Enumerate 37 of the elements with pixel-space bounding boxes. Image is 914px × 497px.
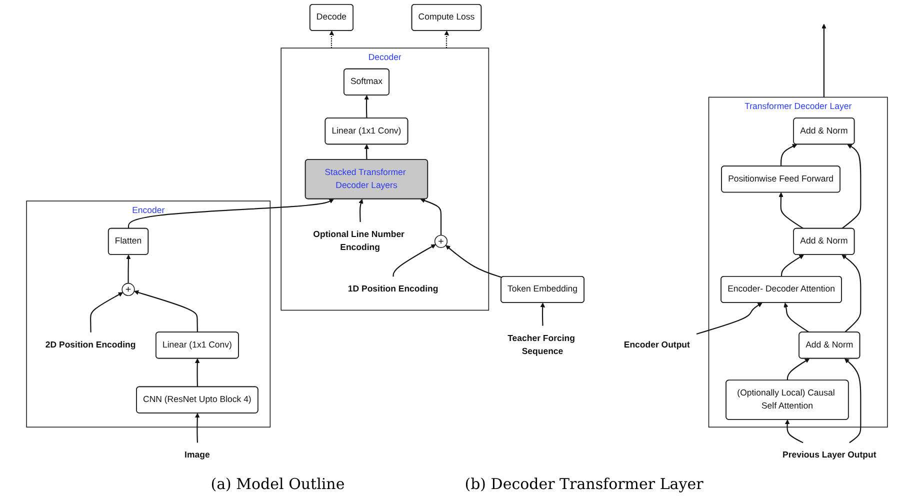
arrow bbox=[540, 302, 546, 326]
arrow bbox=[842, 144, 862, 230]
arrow bbox=[364, 95, 369, 118]
arrow bbox=[780, 144, 798, 166]
node-text: Optional Line Number Encoding bbox=[313, 230, 404, 252]
arrow bbox=[364, 144, 369, 160]
node-text: Teacher Forcing Sequence bbox=[508, 334, 575, 356]
arrow bbox=[784, 302, 810, 333]
arrow bbox=[126, 254, 131, 284]
arrow bbox=[358, 198, 364, 222]
node-text: Image bbox=[184, 450, 210, 460]
arrow bbox=[392, 244, 436, 277]
arrow bbox=[446, 245, 502, 278]
arrow bbox=[134, 290, 198, 332]
node-text: 2D Position Encoding bbox=[45, 340, 136, 350]
figure-caption: (b) Decoder Transformer Layer bbox=[464, 475, 704, 493]
arrow bbox=[194, 412, 200, 443]
arrow bbox=[842, 254, 862, 333]
arrow bbox=[786, 358, 810, 380]
arrow bbox=[822, 24, 826, 98]
node-circle: + bbox=[434, 234, 448, 248]
arrow bbox=[128, 198, 334, 229]
arrow bbox=[420, 198, 442, 236]
figure-caption: (a) Model Outline bbox=[210, 475, 345, 493]
node-text: Encoder Output bbox=[624, 340, 690, 350]
node-text: Previous Layer Output bbox=[782, 450, 876, 460]
arrow bbox=[778, 192, 804, 230]
arrow bbox=[329, 30, 334, 48]
arrow bbox=[90, 292, 124, 332]
arrow bbox=[194, 358, 200, 387]
arrow bbox=[844, 358, 862, 444]
node-circle: + bbox=[122, 282, 135, 296]
arrow bbox=[696, 302, 762, 334]
node-text: 1D Position Encoding bbox=[348, 284, 438, 294]
arrow bbox=[780, 254, 804, 277]
arrow bbox=[784, 420, 804, 444]
arrow bbox=[444, 30, 449, 48]
